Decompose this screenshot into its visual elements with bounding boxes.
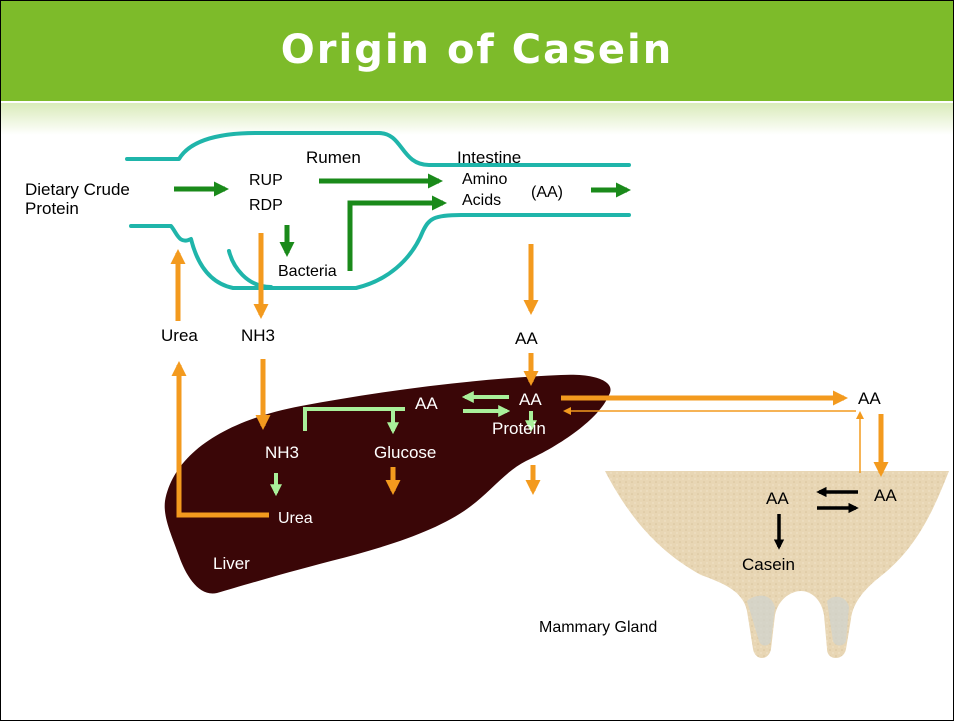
label-dietary-crude: Dietary Crude [25,180,130,200]
label-urea-top: Urea [161,326,198,346]
label-casein: Casein [742,555,795,575]
label-bacteria: Bacteria [278,262,337,282]
label-rdp: RDP [249,196,283,216]
label-rup: RUP [249,171,283,191]
gland-teat-shadow [747,596,849,646]
label-intestine: Intestine [457,148,521,168]
label-mammary-gland: Mammary Gland [539,618,657,638]
label-liver: Liver [213,554,250,574]
label-aa-liver-right: AA [519,390,542,410]
arrow-bacteria-to-acids [350,203,443,271]
label-nh3-top: NH3 [241,326,275,346]
orange-thin-arrows [565,411,860,473]
gut-outline [127,133,629,288]
label-protein-liver: Protein [492,419,546,439]
label-protein: Protein [25,199,79,219]
label-aa-gland-right: AA [874,486,897,506]
label-nh3-liver: NH3 [265,443,299,463]
label-glucose: Glucose [374,443,436,463]
label-aa-gland-left: AA [766,489,789,509]
label-urea-liver: Urea [278,509,313,529]
label-aa-top: AA [515,329,538,349]
label-acids: Acids [462,191,501,211]
label-rumen: Rumen [306,148,361,168]
label-aa-liver-left: AA [415,394,438,414]
label-aa-right: AA [858,389,881,409]
label-amino: Amino [462,170,507,190]
label-aa-paren: (AA) [531,183,563,203]
